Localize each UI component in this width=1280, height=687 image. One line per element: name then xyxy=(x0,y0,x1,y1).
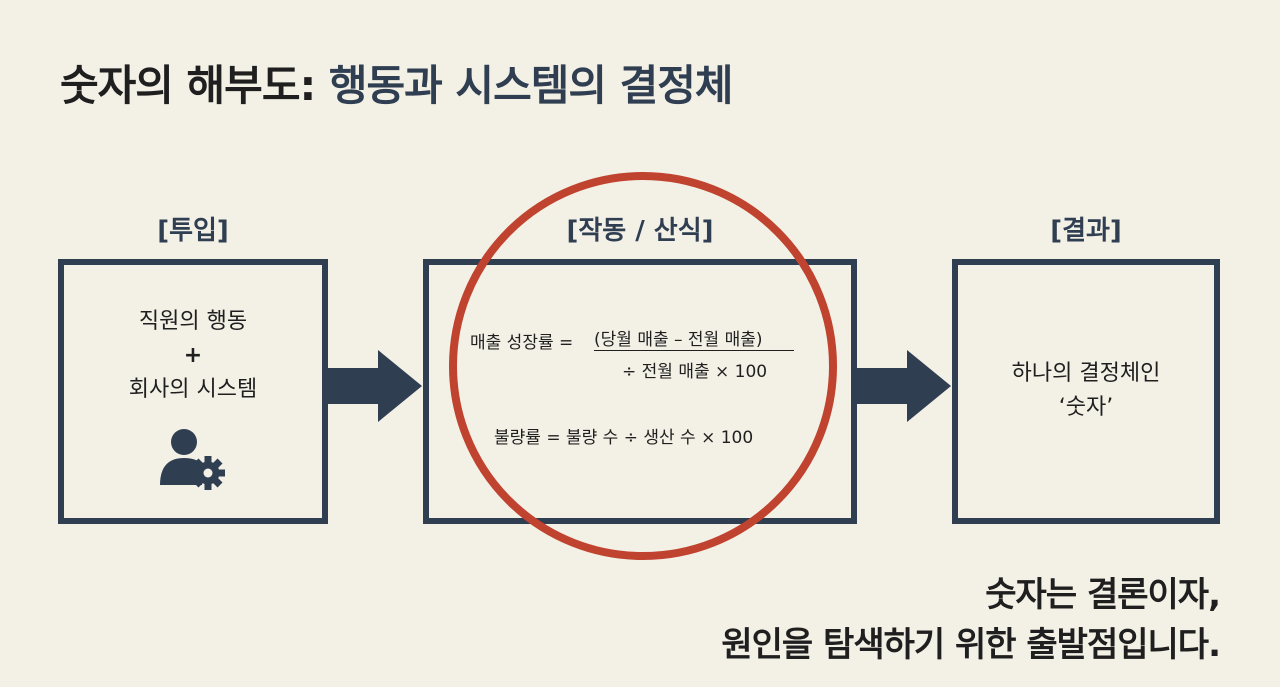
fraction-bar xyxy=(594,350,794,351)
conclusion-line1: 숫자는 결론이자, xyxy=(985,575,1221,615)
input-box: 직원의 행동 + 회사의 시스템 xyxy=(58,259,328,524)
input-plus: + xyxy=(183,343,203,368)
output-line1: 하나의 결정체인 xyxy=(1011,361,1161,386)
conclusion-line2: 원인을 탐색하기 위한 출발점입니다. xyxy=(721,625,1221,665)
formula1-denominator: ÷ 전월 매출 × 100 xyxy=(622,362,768,382)
arrow-process-to-output xyxy=(857,350,951,422)
output-box: 하나의 결정체인 ‘숫자’ xyxy=(952,259,1220,524)
user-gear-icon xyxy=(160,429,225,490)
formula2: 불량률 = 불량 수 ÷ 생산 수 × 100 xyxy=(494,428,754,448)
formula1-numerator: (당월 매출 – 전월 매출) xyxy=(594,330,763,350)
arrow-input-to-process xyxy=(328,350,422,422)
title-accent: 행동과 시스템의 결정체 xyxy=(328,61,734,110)
input-label: [투입] xyxy=(157,216,229,246)
process-label: [작동 / 산식] xyxy=(566,216,714,246)
conclusion: 숫자는 결론이자, 원인을 탐색하기 위한 출발점입니다. xyxy=(721,570,1221,670)
title-main: 숫자의 해부도: xyxy=(60,61,316,110)
output-label: [결과] xyxy=(1050,216,1122,246)
output-line2: ‘숫자’ xyxy=(1058,395,1114,420)
page-title: 숫자의 해부도: 행동과 시스템의 결정체 xyxy=(60,52,734,113)
formula1-lhs: 매출 성장률 = xyxy=(470,333,574,353)
process-box xyxy=(423,259,857,524)
input-line1: 직원의 행동 xyxy=(138,309,248,334)
input-line2: 회사의 시스템 xyxy=(128,377,258,402)
